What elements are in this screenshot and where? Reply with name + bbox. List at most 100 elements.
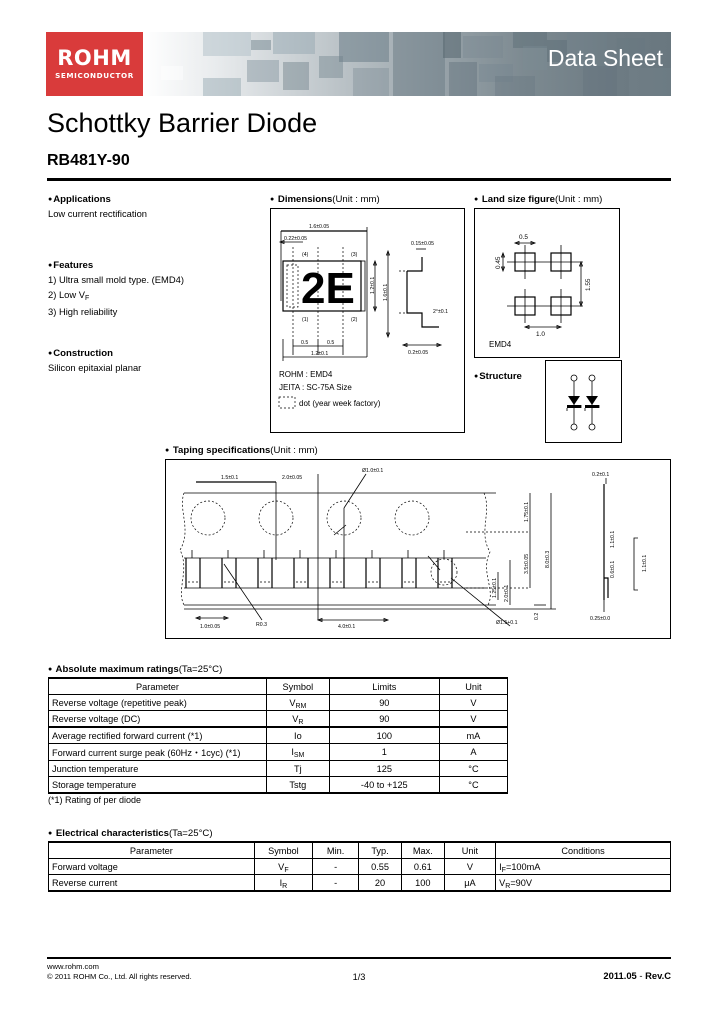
dim-label-depth: 1.2±0.1 xyxy=(311,351,328,357)
table-row: Storage temperature Tstg -40 to +125 °C xyxy=(48,776,509,794)
abs-max-condition: (Ta=25°C) xyxy=(178,664,223,675)
construction-heading: Construction xyxy=(48,348,253,359)
structure-heading: Structure xyxy=(474,371,522,382)
dimensions-unit: (Unit : mm) xyxy=(332,194,380,205)
features-item-2-text: 2) Low V xyxy=(48,289,85,300)
table-header-row: Parameter Symbol Limits Unit xyxy=(48,677,509,695)
abs-max-row-2-symbol: Io xyxy=(265,726,330,744)
abs-max-row-4-unit: °C xyxy=(438,760,509,777)
features-item-2: 2) Low VF xyxy=(48,288,253,303)
elec-col-symbol: Symbol xyxy=(253,841,314,859)
abs-max-row-3-parameter: Forward current surge peak (60Hz・1cyc) (… xyxy=(48,743,267,761)
elec-row-1-unit: μA xyxy=(443,874,497,892)
taping-unit: (Unit : mm) xyxy=(270,445,318,456)
abs-max-col-limits: Limits xyxy=(328,677,440,695)
tape-label-d5: 3.5±0.05 xyxy=(524,554,530,574)
banner-mosaic-gradient xyxy=(143,32,671,96)
tape-label-d2: 2.0±0.05 xyxy=(282,475,302,481)
footer-page-number: 1/3 xyxy=(352,972,366,982)
abs-max-col-parameter: Parameter xyxy=(48,677,267,695)
elec-row-1-min: - xyxy=(312,874,360,892)
page-title: Schottky Barrier Diode xyxy=(47,108,318,138)
dim-note-jeita: JEITA : SC-75A Size xyxy=(279,383,352,392)
abs-max-row-0-unit: V xyxy=(438,694,509,711)
rohm-logo-wordmark: ROHM xyxy=(57,46,132,70)
elec-section: Electrical characteristics(Ta=25°C) Para… xyxy=(48,828,671,892)
dimensions-heading-label: Dimensions xyxy=(277,194,333,205)
dim-label-side-top: 0.15±0.05 xyxy=(411,241,434,247)
rohm-logo: ROHM SEMICONDUCTOR xyxy=(46,32,143,96)
elec-heading-label: Electrical characteristics xyxy=(55,828,169,839)
abs-max-row-2-parameter: Average rectified forward current (*1) xyxy=(48,726,267,744)
table-row: Reverse voltage (DC) VR 90 V xyxy=(48,710,509,728)
dim-label-side-bottom: 0.2±0.05 xyxy=(408,350,428,356)
footer-url[interactable]: www.rohm.com xyxy=(47,962,99,971)
tape-label-d13: 0.2 xyxy=(534,613,540,620)
table-header-row: Parameter Symbol Min. Typ. Max. Unit Con… xyxy=(48,841,671,859)
abs-max-row-1-parameter: Reverse voltage (DC) xyxy=(48,710,267,728)
tape-label-side-mid1: 1.1±0.1 xyxy=(610,531,616,548)
tape-label-d8: 2.0±0.1 xyxy=(504,585,510,602)
abs-max-row-4-symbol: Tj xyxy=(265,760,330,777)
features-item-3: 3) High reliability xyxy=(48,306,118,317)
tape-label-d6: 8.0±0.3 xyxy=(545,551,551,568)
features-heading: Features xyxy=(48,260,253,271)
table-row: Reverse voltage (repetitive peak) VRM 90… xyxy=(48,694,509,711)
dim-label-pitch-a: 0.5 xyxy=(301,340,308,346)
tape-label-d4: 1.75±0.1 xyxy=(524,502,530,522)
abs-max-section: Absolute maximum ratings(Ta=25°C) Parame… xyxy=(48,664,509,805)
table-row: Forward current surge peak (60Hz・1cyc) (… xyxy=(48,743,509,761)
dim-pin-4: (4) xyxy=(302,252,309,258)
abs-max-row-4-limits: 125 xyxy=(328,760,440,777)
abs-max-row-3-unit: A xyxy=(438,743,509,761)
elec-col-parameter: Parameter xyxy=(48,841,255,859)
abs-max-row-1-limits: 90 xyxy=(328,710,440,728)
footer-copyright: © 2011 ROHM Co., Ltd. All rights reserve… xyxy=(47,972,192,981)
abs-max-heading: Absolute maximum ratings(Ta=25°C) xyxy=(48,664,508,675)
table-row: Junction temperature Tj 125 °C xyxy=(48,760,509,777)
dim-note-rohm: ROHM : EMD4 xyxy=(279,370,333,379)
structure-diagram xyxy=(566,374,600,431)
abs-max-heading-label: Absolute maximum ratings xyxy=(55,664,179,675)
title-divider xyxy=(47,178,671,181)
tape-label-side-mid3: 1.1±0.1 xyxy=(642,555,648,572)
footer-revision: 2011.05 - Rev.C xyxy=(603,970,671,981)
abs-max-row-0-limits: 90 xyxy=(328,694,440,711)
abs-max-row-2-unit: mA xyxy=(438,726,509,744)
land-size-heading-label: Land size figure xyxy=(481,194,555,205)
abs-max-row-3-symbol: ISM xyxy=(265,743,330,761)
tape-label-d3: Ø1.0±0.1 xyxy=(362,468,383,474)
elec-row-0-typ: 0.55 xyxy=(358,858,402,875)
taping-section: Taping specifications(Unit : mm) xyxy=(165,445,671,639)
dim-pin-1: (1) xyxy=(302,317,309,323)
taping-drawing-box: 1.5±0.1 2.0±0.05 Ø1.0±0.1 1.75±0.1 3.5±0… xyxy=(165,459,671,639)
abs-max-col-symbol: Symbol xyxy=(265,677,330,695)
dimensions-drawing-box: 1.6±0.05 0.22±0.05 2E (4) (3) (1) xyxy=(270,208,465,433)
rohm-logo-subtitle: SEMICONDUCTOR xyxy=(55,71,134,80)
elec-col-min: Min. xyxy=(312,841,360,859)
land-size-drawing-box: 0.5 0.45 1.0 1.55 EMD4 xyxy=(474,208,620,358)
applications-text: Low current rectification xyxy=(48,208,148,219)
features-item-1: 1) Ultra small mold type. (EMD4) xyxy=(48,274,184,285)
land-label-package: EMD4 xyxy=(489,340,512,349)
land-label-pad-height: 0.45 xyxy=(495,256,502,269)
abs-max-row-5-parameter: Storage temperature xyxy=(48,776,267,794)
dimensions-section: Dimensions(Unit : mm) 1.6±0.05 0.22±0.05 xyxy=(270,194,465,433)
tape-label-side-mid2: 0.6±0.1 xyxy=(610,561,616,578)
dim-label-side-step: 2°±0.1 xyxy=(433,309,448,315)
elec-row-1-typ: 20 xyxy=(358,874,402,892)
dim-pin-2: (2) xyxy=(351,317,358,323)
elec-row-0-unit: V xyxy=(443,858,497,875)
abs-max-row-5-symbol: Tstg xyxy=(265,776,330,794)
land-size-unit: (Unit : mm) xyxy=(554,194,603,205)
dimensions-drawing: 1.6±0.05 0.22±0.05 2E (4) (3) (1) xyxy=(278,224,448,409)
elec-heading: Electrical characteristics(Ta=25°C) xyxy=(48,828,671,839)
structure-diagram-box xyxy=(545,360,622,443)
part-number: RB481Y-90 xyxy=(47,152,130,169)
land-size-heading: Land size figure(Unit : mm) xyxy=(474,194,622,205)
dim-label-lead-width: 0.22±0.05 xyxy=(284,236,307,242)
tape-label-d12: Ø1.5+0.1 xyxy=(496,620,518,626)
elec-row-0-parameter: Forward voltage xyxy=(48,858,255,875)
features-item-2-subscript: F xyxy=(85,295,90,302)
elec-row-0-conditions: IF=100mA xyxy=(495,858,671,875)
